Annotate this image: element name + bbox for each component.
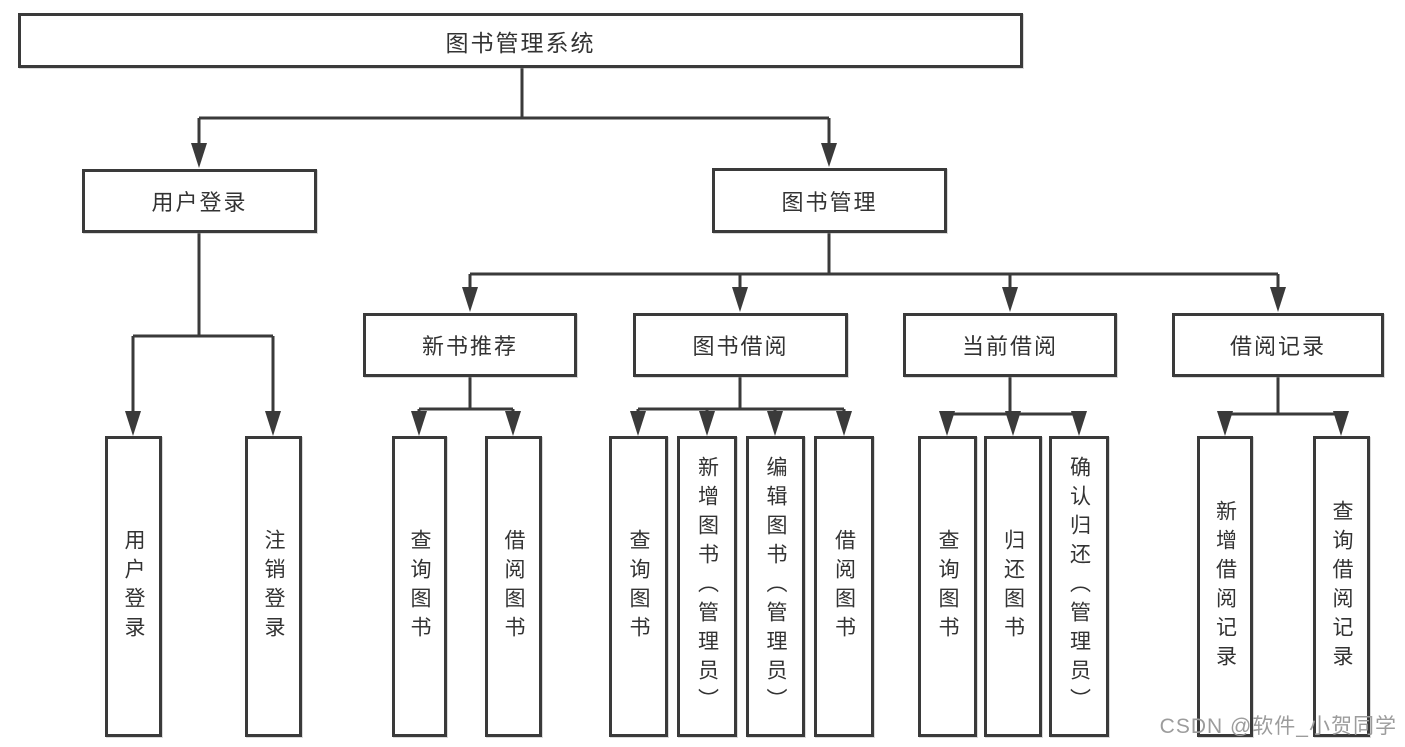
leaf-add-borrow-record: 新增借阅记录 [1197, 436, 1253, 737]
leaf-query-borrow-record: 查询借阅记录 [1313, 436, 1370, 737]
node-label: 确认归还（管理员） [1067, 456, 1091, 717]
node-label: 查询借阅记录 [1330, 499, 1354, 674]
node-label: 归还图书 [1001, 528, 1025, 645]
node-current-borrowing: 当前借阅 [903, 313, 1117, 377]
node-label: 图书管理系统 [445, 29, 596, 56]
node-label: 图书借阅 [692, 334, 789, 359]
node-label: 注销登录 [262, 528, 286, 645]
node-label: 借阅记录 [1229, 334, 1326, 359]
leaf-logout: 注销登录 [245, 436, 302, 737]
leaf-query-books-current: 查询图书 [918, 436, 977, 737]
leaf-query-books-borrow: 查询图书 [609, 436, 668, 737]
node-label: 新书推荐 [421, 334, 518, 359]
node-label: 当前借阅 [961, 334, 1058, 359]
leaf-add-book-admin: 新增图书（管理员） [677, 436, 737, 737]
node-label: 借阅图书 [832, 528, 856, 645]
node-label: 查询图书 [408, 528, 432, 645]
node-label: 编辑图书（管理员） [764, 456, 788, 717]
node-label: 用户登录 [122, 528, 146, 645]
leaf-user-login: 用户登录 [105, 436, 162, 737]
node-label: 查询图书 [936, 528, 960, 645]
node-book-borrowing: 图书借阅 [633, 313, 848, 377]
leaf-borrow-books-recommend: 借阅图书 [485, 436, 542, 737]
node-new-book-recommendation: 新书推荐 [363, 313, 577, 377]
node-library-management-system: 图书管理系统 [18, 13, 1023, 68]
node-label: 新增借阅记录 [1213, 499, 1237, 674]
leaf-edit-book-admin: 编辑图书（管理员） [746, 436, 805, 737]
leaf-return-books: 归还图书 [984, 436, 1042, 737]
node-book-management: 图书管理 [712, 168, 947, 233]
watermark-text: CSDN @软件_小贺同学 [1159, 715, 1397, 738]
node-label: 图书管理 [781, 189, 878, 215]
leaf-confirm-return-admin: 确认归还（管理员） [1049, 436, 1109, 737]
node-label: 借阅图书 [502, 528, 526, 645]
leaf-query-books-recommend: 查询图书 [392, 436, 447, 737]
node-label: 新增图书（管理员） [695, 456, 719, 717]
node-label: 用户登录 [151, 190, 248, 215]
node-user-login: 用户登录 [82, 169, 317, 233]
node-label: 查询图书 [627, 528, 651, 645]
leaf-borrow-books: 借阅图书 [814, 436, 874, 737]
node-borrowing-records: 借阅记录 [1172, 313, 1384, 377]
